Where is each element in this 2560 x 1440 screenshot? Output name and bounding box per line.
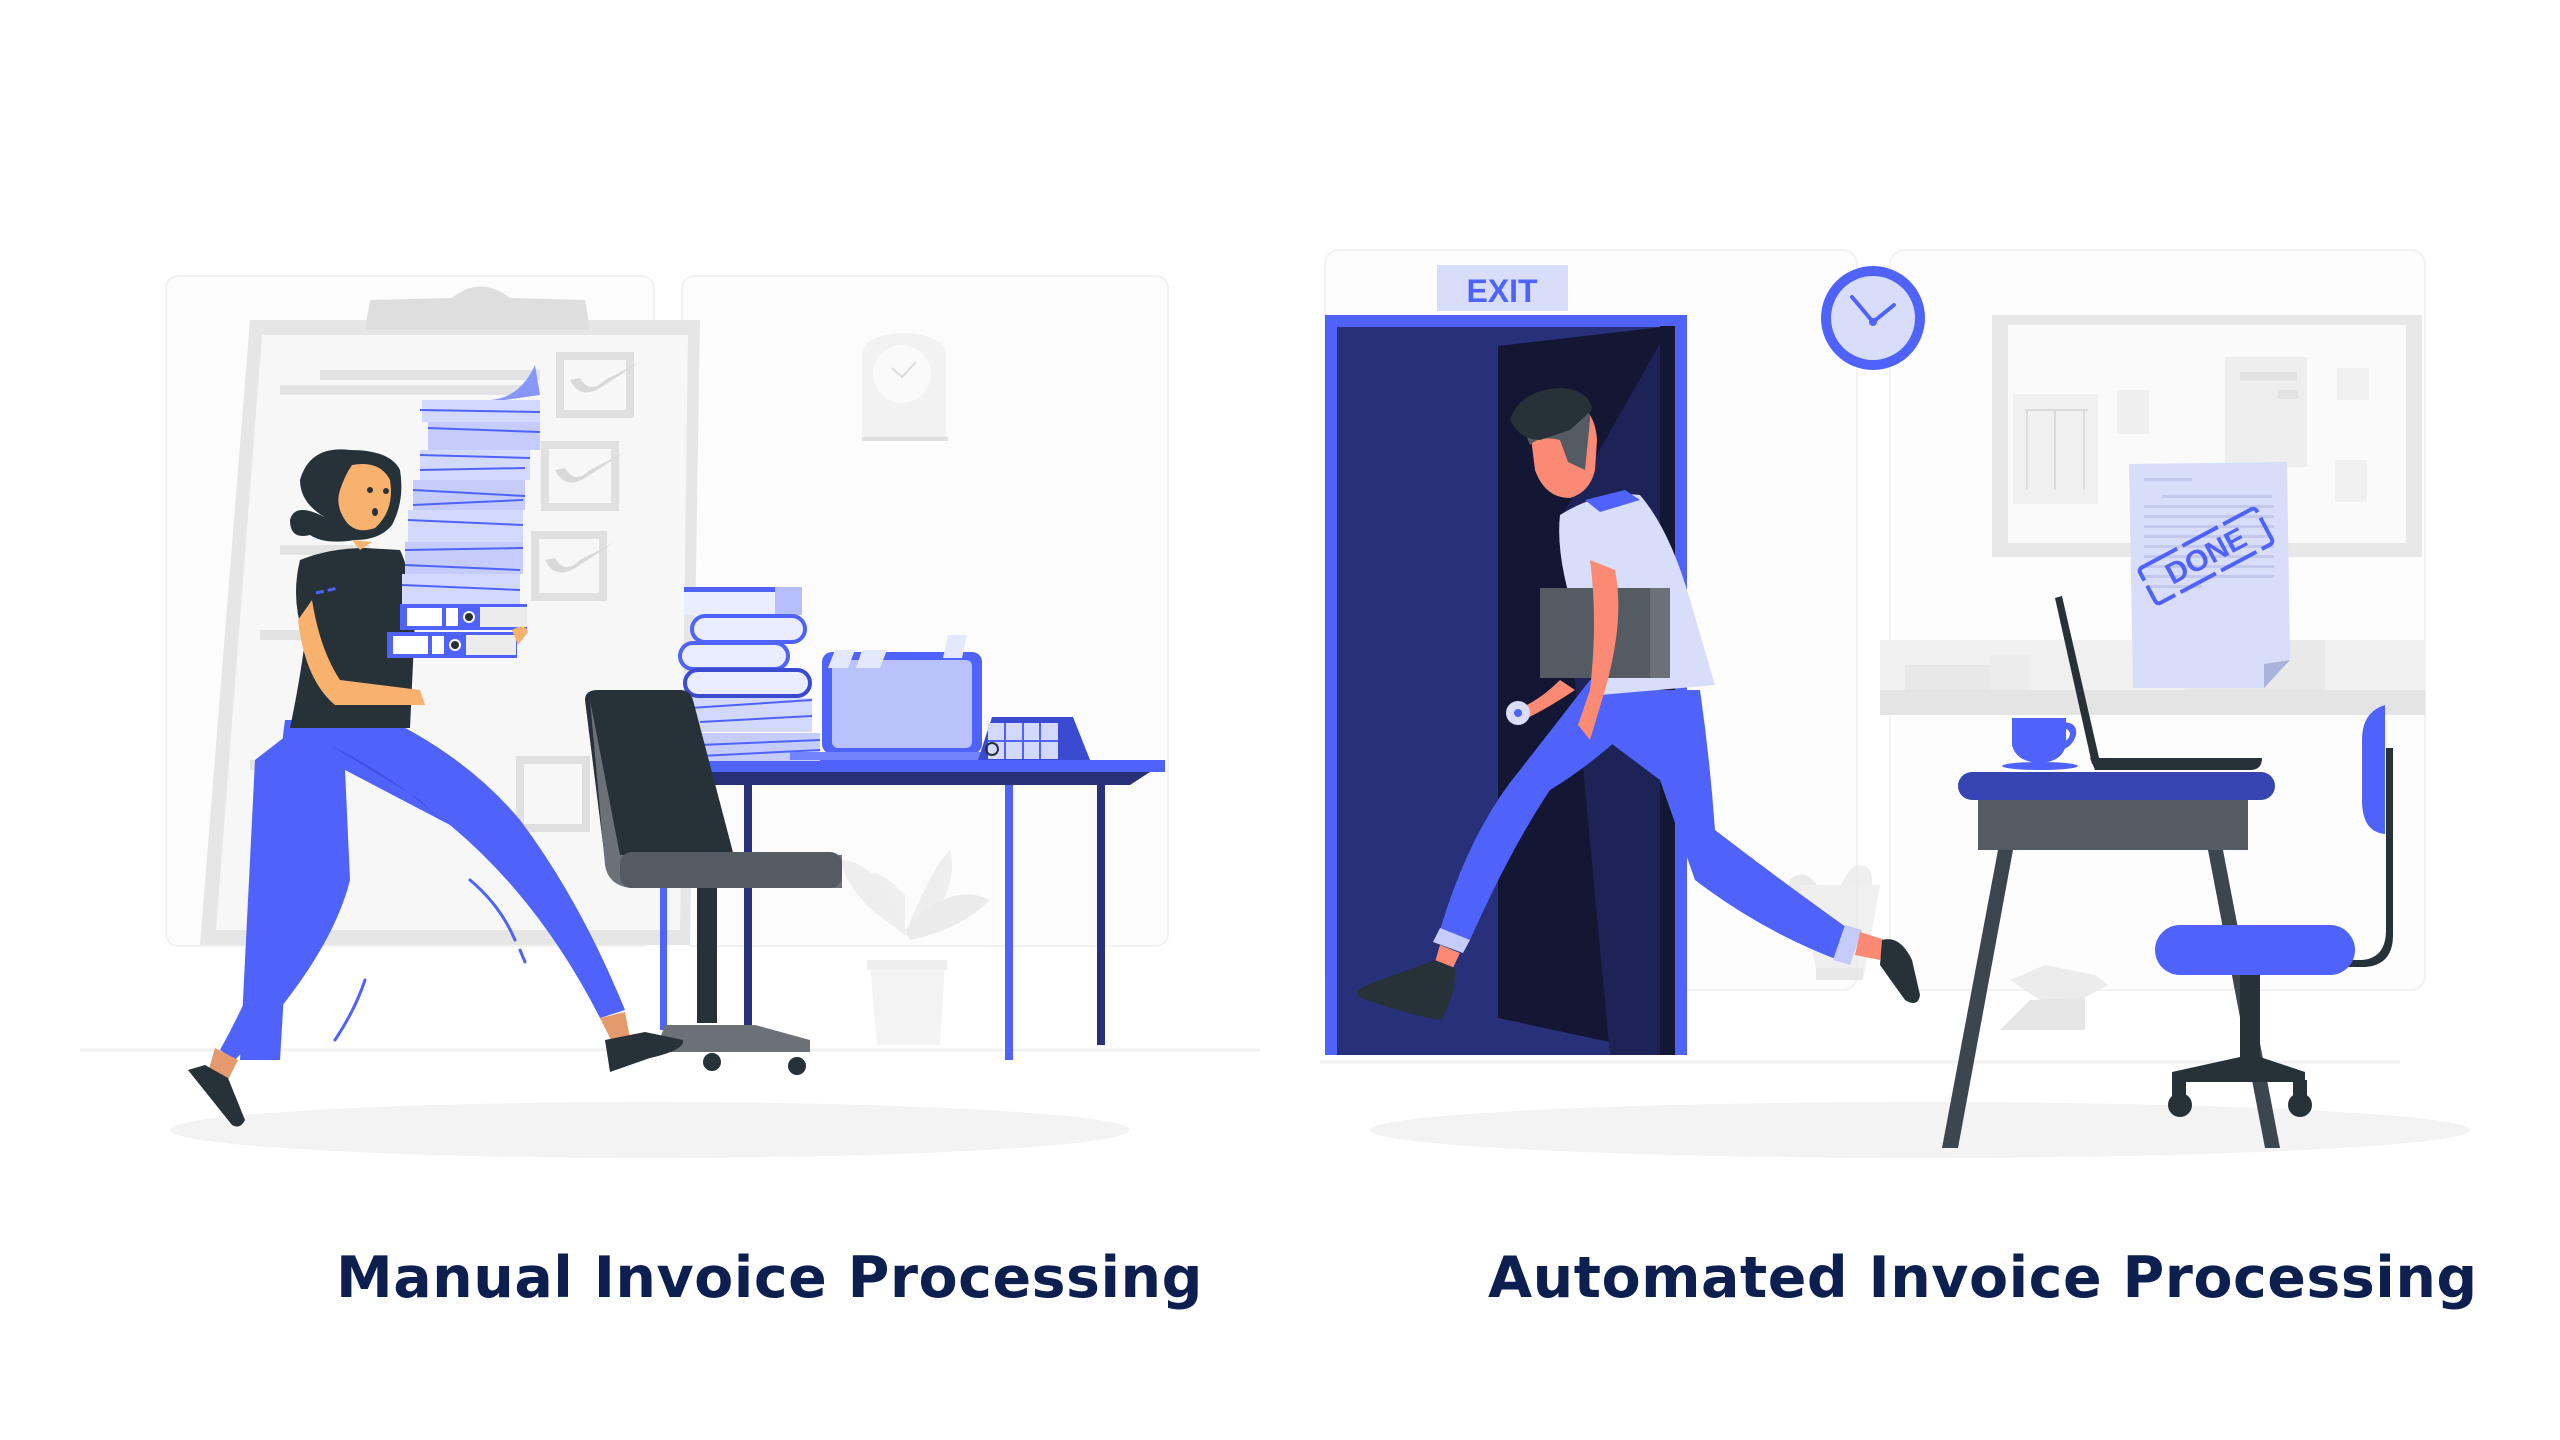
automated-scene: EXIT: [1320, 249, 2470, 1158]
done-document: DONE: [2129, 462, 2290, 688]
man-leaving: [1357, 388, 1920, 1020]
office-chair: [585, 690, 842, 1075]
exit-sign: EXIT: [1437, 265, 1568, 311]
desk: [660, 760, 1165, 1060]
monitor: [790, 635, 990, 760]
coffee-cup-icon: [2002, 718, 2078, 770]
desk-calendar: [978, 717, 1090, 760]
manual-scene: [80, 275, 1260, 1158]
woman-carrying-papers: [188, 365, 684, 1127]
book-stack: [678, 587, 821, 761]
wall-clock-icon: [1821, 266, 1925, 370]
caption-automated-invoice-processing: Automated Invoice Processing: [1488, 1245, 2478, 1311]
paper-stack: [387, 365, 541, 658]
office-chair: [2155, 705, 2393, 1117]
wall-clock-icon: [862, 333, 948, 441]
caption-manual-invoice-processing: Manual Invoice Processing: [336, 1245, 1203, 1311]
plant: [840, 850, 990, 1045]
laptop: [2055, 596, 2262, 770]
crumpled-paper: [2000, 965, 2108, 1030]
svg-text:EXIT: EXIT: [1466, 273, 1538, 309]
